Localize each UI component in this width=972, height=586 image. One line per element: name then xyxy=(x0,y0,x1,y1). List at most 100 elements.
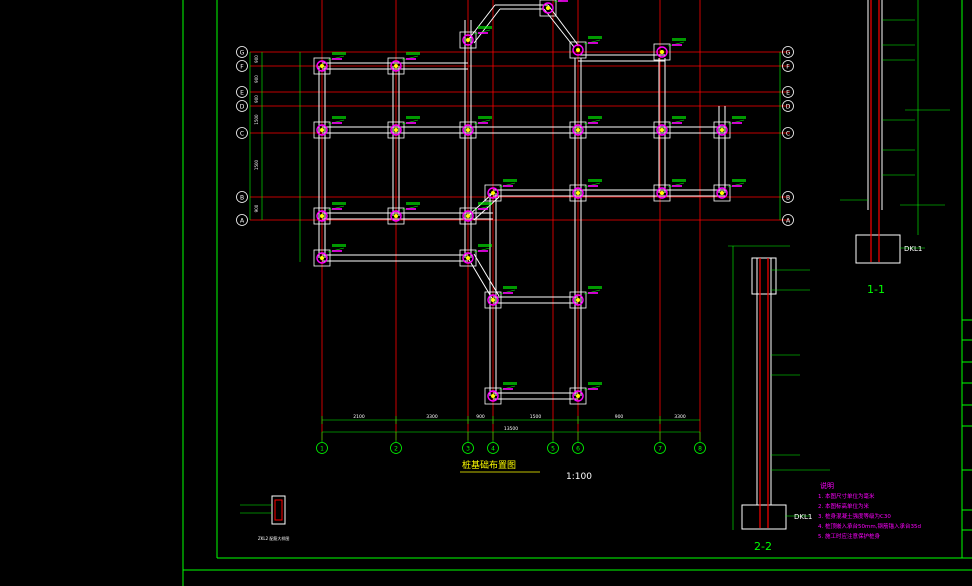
section-2-2-label: 2-2 xyxy=(754,540,772,553)
pile xyxy=(569,382,602,405)
section-2-2-tag: DKL1 xyxy=(794,513,812,521)
pile-detail-caption: ZKL2 配筋大样图 xyxy=(258,535,289,541)
pile xyxy=(459,244,492,267)
pile xyxy=(569,179,602,202)
pile xyxy=(459,202,492,225)
svg-text:G: G xyxy=(240,50,245,57)
dim-text: 900 xyxy=(476,414,485,420)
pile xyxy=(569,116,602,139)
svg-text:D: D xyxy=(786,104,791,111)
dim-total: 13500 xyxy=(504,426,518,432)
dimension-lines xyxy=(249,52,781,433)
section-1-1-label: 1-1 xyxy=(867,283,885,296)
axis-bubble-D: D xyxy=(782,100,794,112)
axis-bubble-4: 4 xyxy=(487,432,499,454)
svg-text:A: A xyxy=(240,218,245,225)
svg-text:1: 1 xyxy=(320,446,324,453)
notes-block: 说明 1. 本图尺寸单位为毫米 2. 本图标高单位为米 3. 桩身混凝土强度等级… xyxy=(818,481,921,540)
pile xyxy=(313,202,346,225)
pile xyxy=(653,38,686,61)
axis-bubble-G: G xyxy=(782,46,794,58)
svg-text:3: 3 xyxy=(466,446,470,453)
svg-text:8: 8 xyxy=(698,446,702,453)
axis-bubble-5: 5 xyxy=(547,432,559,454)
axis-bubble-B: B xyxy=(782,191,794,203)
pile xyxy=(387,52,420,75)
axis-bubble-G: G xyxy=(236,46,248,58)
axis-grid xyxy=(250,0,790,440)
axis-bubble-E: E xyxy=(782,86,794,98)
pile xyxy=(313,116,346,139)
svg-text:C: C xyxy=(786,131,790,138)
notes-line: 4. 桩顶嵌入承台50mm,钢筋锚入承台35d xyxy=(818,522,921,530)
svg-text:5: 5 xyxy=(551,446,555,453)
drawing-frame xyxy=(182,0,972,586)
pile-detail: ZKL2 配筋大样图 xyxy=(240,495,289,541)
pile xyxy=(484,286,517,309)
axis-bubble-E: E xyxy=(236,86,248,98)
dim-text: 2100 xyxy=(353,414,365,420)
axis-bubble-C: C xyxy=(236,127,248,139)
axis-bubble-3: 3 xyxy=(462,432,474,454)
svg-text:E: E xyxy=(786,90,790,97)
axis-bubble-F: F xyxy=(782,60,794,72)
axis-bubble-A: A xyxy=(236,214,248,226)
dim-text: 900 xyxy=(254,204,259,212)
svg-text:E: E xyxy=(240,90,244,97)
dim-text: 1500 xyxy=(254,114,259,125)
svg-text:F: F xyxy=(786,64,790,71)
svg-text:B: B xyxy=(786,195,790,202)
axis-bubble-B: B xyxy=(236,191,248,203)
axis-bubble-1: 1 xyxy=(316,432,328,454)
svg-text:2: 2 xyxy=(394,446,398,453)
notes-heading: 说明 xyxy=(820,481,834,490)
pile xyxy=(653,179,686,202)
section-1-1: 1-1 DKL1 xyxy=(840,0,950,296)
svg-text:A: A xyxy=(786,218,791,225)
dim-text: 3300 xyxy=(426,414,438,420)
pile xyxy=(713,179,746,202)
notes-line: 5. 施工时应注意保护桩身 xyxy=(818,532,880,540)
dimension-texts: 2100 3300 900 1500 900 3300 13500 900 900 900 1500… xyxy=(254,55,686,432)
svg-text:6: 6 xyxy=(576,446,580,453)
section-2-2: 2-2 DKL1 xyxy=(728,245,830,553)
pile xyxy=(484,179,517,202)
dim-text: 900 xyxy=(254,95,259,103)
pile xyxy=(539,0,568,17)
pile xyxy=(313,244,346,267)
svg-text:C: C xyxy=(240,131,244,138)
axis-bubble-8: 8 xyxy=(694,432,706,454)
svg-text:7: 7 xyxy=(658,446,662,453)
axis-bubble-D: D xyxy=(236,100,248,112)
pile xyxy=(459,116,492,139)
pile xyxy=(569,36,602,59)
svg-text:D: D xyxy=(240,104,245,111)
dim-text: 3300 xyxy=(674,414,686,420)
notes-line: 3. 桩身混凝土强度等级为C30 xyxy=(818,512,891,520)
plan-scale: 1:100 xyxy=(566,472,592,482)
dim-text: 1500 xyxy=(254,159,259,170)
dim-text: 900 xyxy=(615,414,624,420)
beam-layout xyxy=(318,4,726,400)
dim-text: 900 xyxy=(254,55,259,63)
pile xyxy=(713,116,746,139)
pile-layout xyxy=(313,0,746,405)
axis-bubble-2: 2 xyxy=(390,432,402,454)
dim-text: 900 xyxy=(254,75,259,83)
section-1-1-tag: DKL1 xyxy=(904,245,922,253)
notes-line: 2. 本图标高单位为米 xyxy=(818,502,869,510)
axis-bubble-7: 7 xyxy=(654,432,666,454)
svg-text:G: G xyxy=(786,50,791,57)
axis-bubble-F: F xyxy=(236,60,248,72)
pile xyxy=(569,286,602,309)
pile xyxy=(459,26,492,49)
plan-title: 桩基础布置图 xyxy=(462,459,516,471)
axis-bubble-C: C xyxy=(782,127,794,139)
dim-text: 1500 xyxy=(530,414,542,420)
notes-line: 1. 本图尺寸单位为毫米 xyxy=(818,492,875,500)
axis-bubble-A: A xyxy=(782,214,794,226)
svg-text:B: B xyxy=(240,195,244,202)
pile xyxy=(313,52,346,75)
